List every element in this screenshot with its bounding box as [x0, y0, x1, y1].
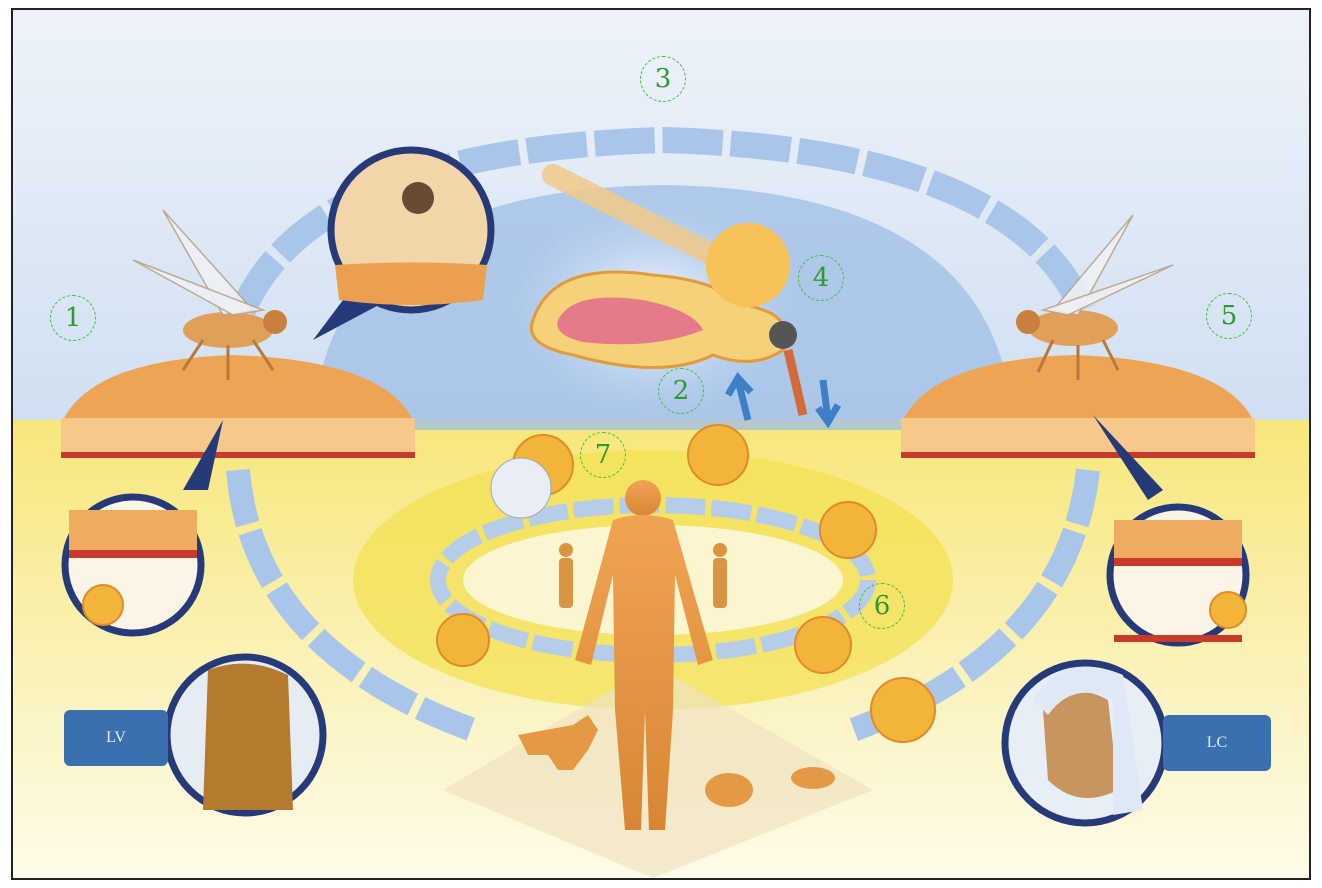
step-4-number: 4	[798, 255, 844, 301]
step-3-number: 3	[640, 56, 686, 102]
step-6-number: 6	[859, 583, 905, 629]
patient-abdomen-circle	[167, 657, 323, 813]
step-1-number: 1	[50, 295, 96, 341]
badge-left: LV	[64, 710, 168, 766]
step-2-number: 2	[658, 368, 704, 414]
patient-face-circle	[1005, 663, 1165, 823]
diagram-illustration	[13, 10, 1309, 878]
step-5-number: 5	[1206, 293, 1252, 339]
badge-right: LC	[1163, 715, 1271, 771]
step-7-number: 7	[580, 432, 626, 478]
life-cycle-diagram: 1 2 3 4 5 6 7 LV LC	[11, 8, 1311, 880]
